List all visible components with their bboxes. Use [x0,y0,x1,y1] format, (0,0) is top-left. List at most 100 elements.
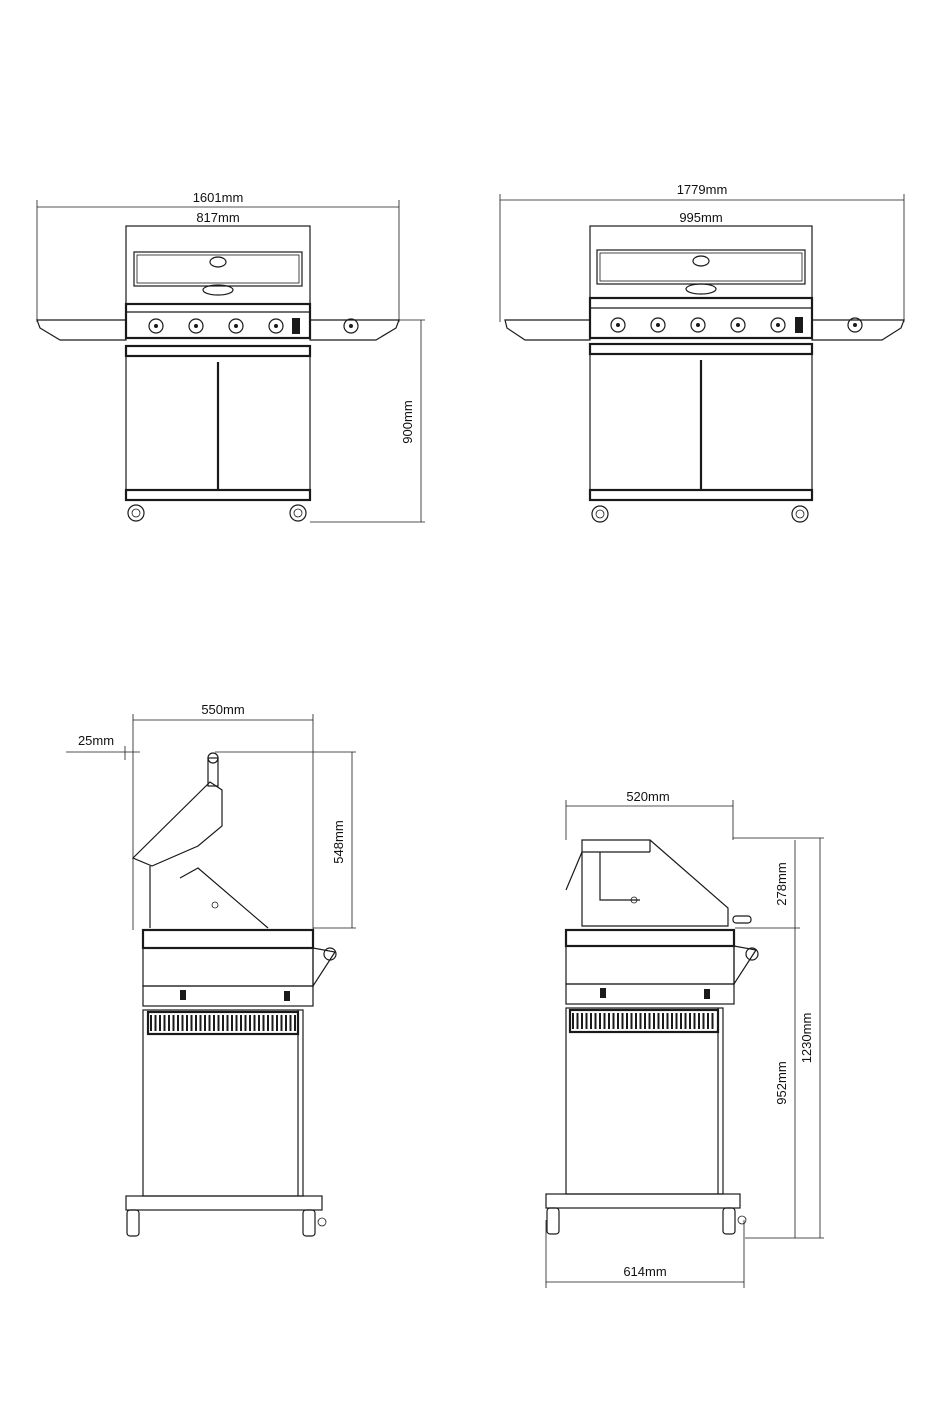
control-panel [590,298,862,338]
vent-slot [227,1015,229,1031]
dimension-hood-height: 278mm [735,840,800,928]
body-width-label: 995mm [679,210,722,225]
vent-slot [680,1013,682,1029]
vent-slot [276,1015,278,1031]
vent-slot [712,1013,714,1029]
vent-slot [581,1013,583,1029]
vent-slot [290,1015,292,1031]
vent-slot [177,1015,179,1031]
vent-slot [608,1013,610,1029]
vent-slot [572,1013,574,1029]
dimension-lid-height: 548mm [215,752,356,928]
cabinet-side [126,1010,326,1236]
vent-slot [218,1015,220,1031]
hood-height-label: 278mm [774,862,789,905]
total-width-label: 1601mm [193,190,244,205]
thermometer-icon [210,257,226,267]
hood [126,226,310,304]
vent-slot [626,1013,628,1029]
dimension-total-width: 1779mm [500,182,904,322]
hood [590,226,812,298]
logo-badge-icon [686,284,716,294]
dimension-offset: 25mm [66,733,140,760]
vent-slot [195,1015,197,1031]
vent-slot [685,1013,687,1029]
vent-slot [617,1013,619,1029]
vent-slot [236,1015,238,1031]
vent-slots [572,1013,714,1029]
depth-label: 520mm [626,789,669,804]
vent-slots [150,1015,296,1031]
thermometer-icon [693,256,709,266]
vent-slot [577,1013,579,1029]
dimension-body-width: 817mm [126,210,310,226]
vent-slot [631,1013,633,1029]
vent-slot [590,1013,592,1029]
vent-slot [285,1015,287,1031]
cabinet-side [546,1008,746,1234]
vent-slot [281,1015,283,1031]
vent-slot [267,1015,269,1031]
front-view-4-burner: 1601mm 817mm 900mm [37,190,425,522]
vent-slot [150,1015,152,1031]
vent-slot [186,1015,188,1031]
vent-slot [604,1013,606,1029]
vent-slot [698,1013,700,1029]
vent-slot [694,1013,696,1029]
vent-slot [662,1013,664,1029]
vent-slot [258,1015,260,1031]
wheels [547,1208,746,1234]
offset-label: 25mm [78,733,114,748]
vent-slot [168,1015,170,1031]
base-depth-label: 614mm [623,1264,666,1279]
vent-slot [644,1013,646,1029]
vent-slot [209,1015,211,1031]
vent-slot [191,1015,193,1031]
closed-hood [566,840,751,926]
vent-slot [249,1015,251,1031]
vent-slot [586,1013,588,1029]
cook-height-label: 952mm [774,1061,789,1104]
vent-slot [222,1015,224,1031]
vent-slot [667,1013,669,1029]
vent-slot [649,1013,651,1029]
depth-label: 550mm [201,702,244,717]
vent-slot [204,1015,206,1031]
dimension-body-width: 995mm [590,210,812,226]
side-view-lid-open: 550mm 25mm 548mm [66,702,356,1236]
vent-slot [676,1013,678,1029]
cabinet [126,346,310,521]
vent-slot [689,1013,691,1029]
control-panel [126,304,358,338]
firebox [566,930,758,1004]
body-width-label: 817mm [196,210,239,225]
vent-slot [213,1015,215,1031]
firebox [143,930,336,1006]
dimension-height: 900mm [310,320,425,522]
vent-slot [200,1015,202,1031]
vent-slot [254,1015,256,1031]
lid-height-label: 548mm [331,820,346,863]
vent-slot [640,1013,642,1029]
wheels [127,1210,326,1236]
side-view-lid-closed: 520mm 278mm 952mm 1230mm 614mm [546,789,824,1288]
vent-slot [635,1013,637,1029]
front-view-5-burner: 1779mm 995mm [500,182,904,522]
wheels [128,505,306,521]
total-width-label: 1779mm [677,182,728,197]
vent-slot [595,1013,597,1029]
height-label: 900mm [400,400,415,443]
dimension-base-depth: 614mm [546,1220,744,1288]
vent-slot [294,1015,296,1031]
dimension-depth: 550mm [133,702,313,930]
vent-slot [159,1015,161,1031]
vent-slot [658,1013,660,1029]
vent-slot [245,1015,247,1031]
vent-slot [263,1015,265,1031]
vent-slot [231,1015,233,1031]
wheels [592,506,808,522]
vent-slot [703,1013,705,1029]
vent-slot [671,1013,673,1029]
vent-slot [272,1015,274,1031]
